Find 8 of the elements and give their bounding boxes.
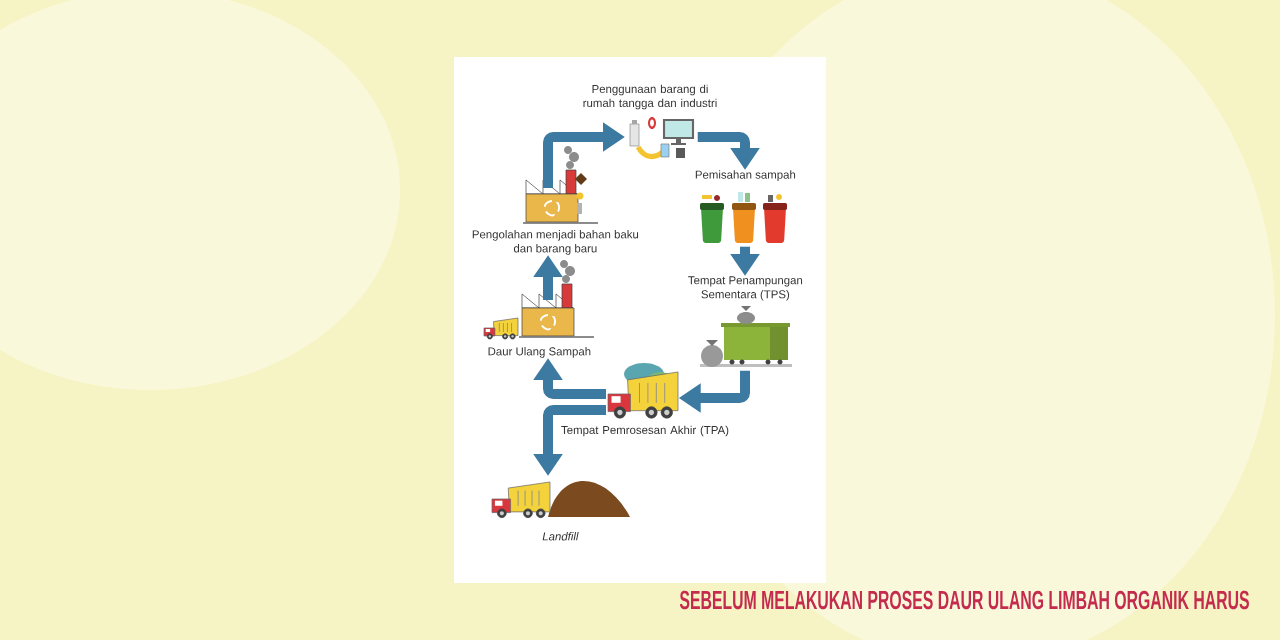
stage-label: Tempat Pemrosesan Akhir (TPA) bbox=[561, 425, 729, 437]
headline: SEBELUM MELAKUKAN PROSES DAUR ULANG LIMBAH ORGANIK HARUS bbox=[679, 590, 1249, 610]
stage-label: Landfill bbox=[542, 532, 579, 541]
stage-label: Pemisahan sampah bbox=[695, 170, 796, 181]
stage-label: Tempat Penampungan Sementara (TPS) bbox=[688, 276, 803, 301]
stage-label: Pengolahan menjadi bahan baku dan barang baru bbox=[472, 230, 639, 255]
stage-label: Daur Ulang Sampah bbox=[488, 347, 591, 358]
stage-label: Penggunaan barang di rumah tangga dan industri bbox=[583, 84, 717, 110]
